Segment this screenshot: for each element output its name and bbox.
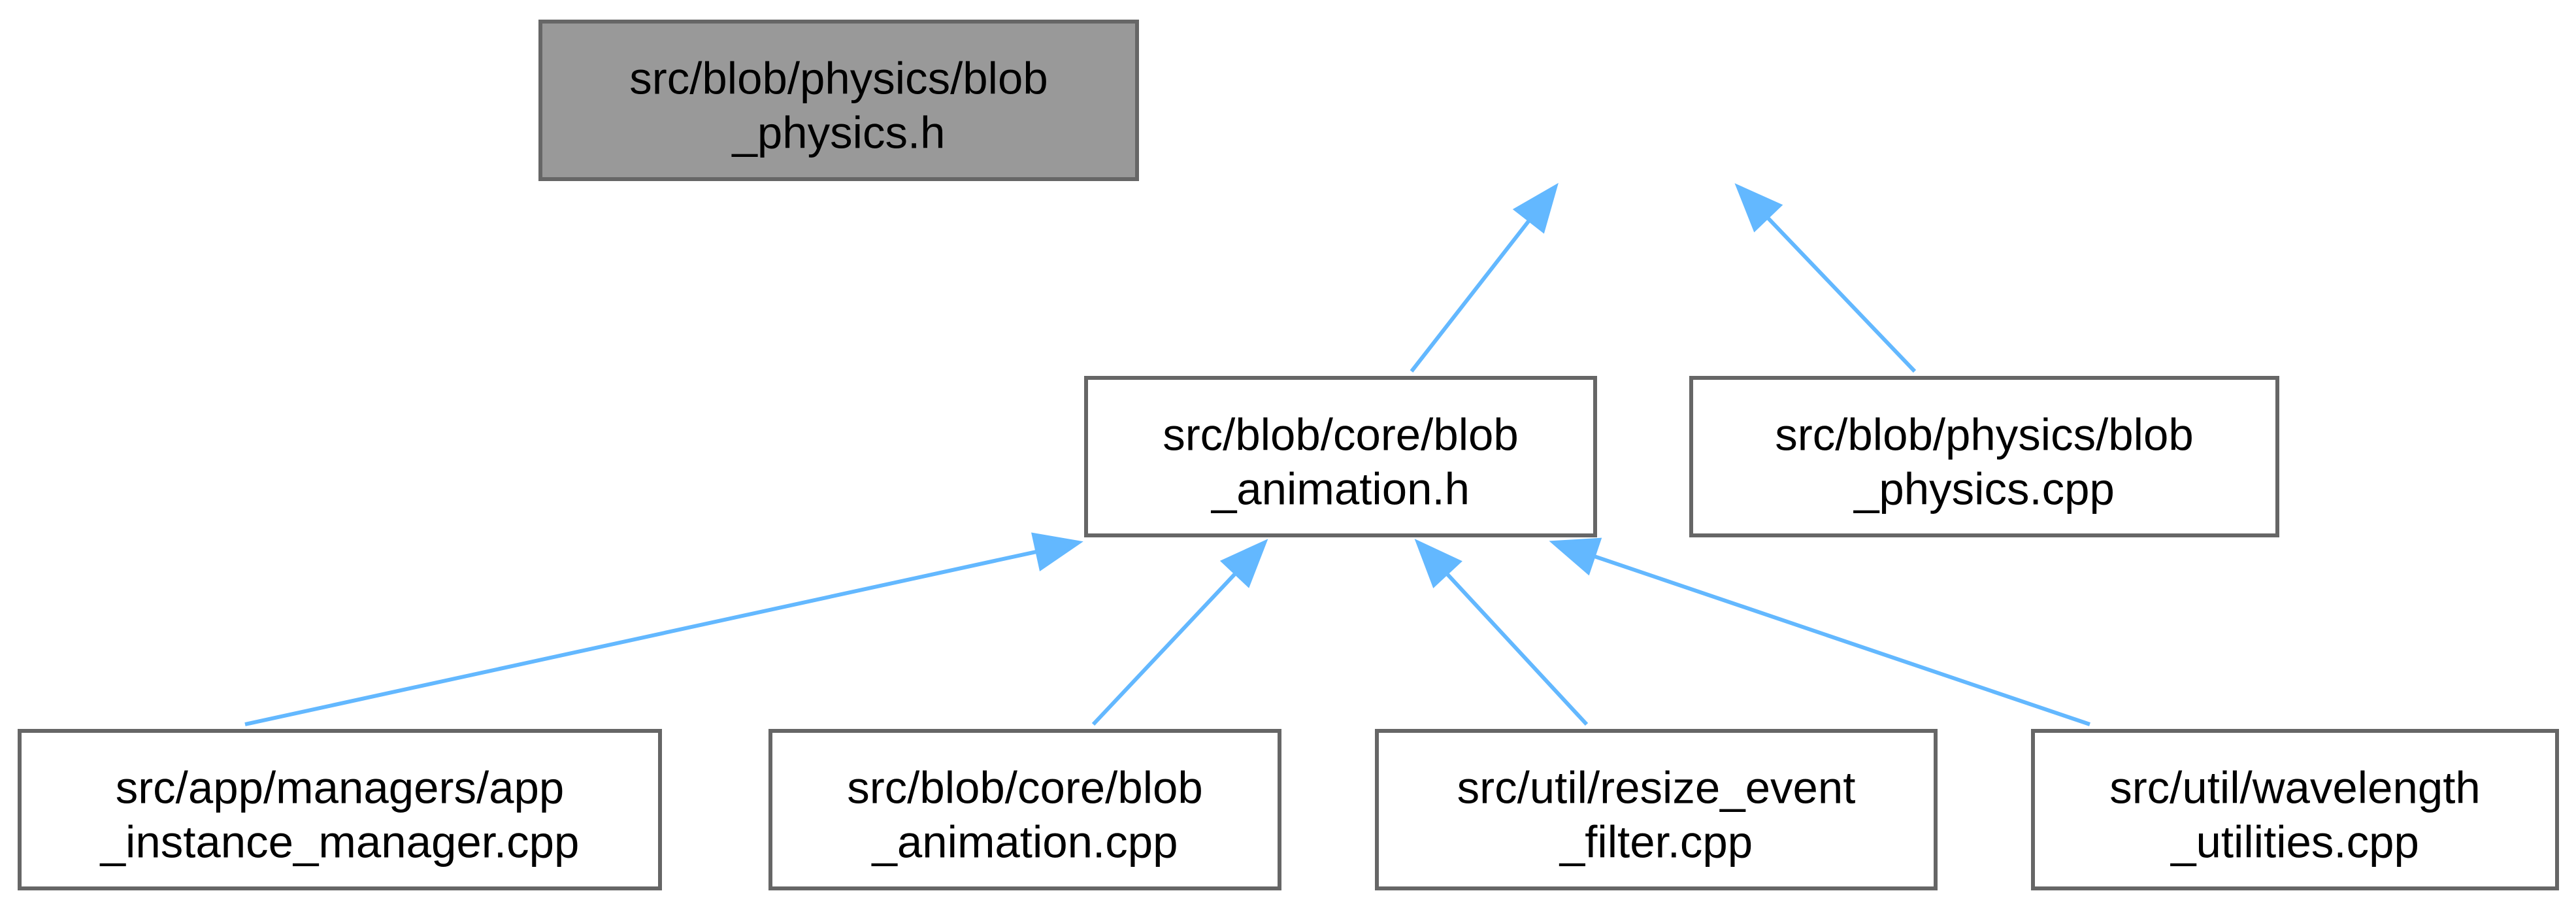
node-label-line: src/blob/physics/blob xyxy=(1775,410,2193,460)
node-label-line: _utilities.cpp xyxy=(2170,817,2419,868)
node-label-line: _filter.cpp xyxy=(1559,817,1753,868)
edge-line xyxy=(1445,571,1589,726)
node-label-line: src/blob/physics/blob xyxy=(629,54,1048,104)
node-label-line: _animation.cpp xyxy=(871,817,1178,868)
node-box[interactable] xyxy=(768,729,1281,890)
arrowhead xyxy=(1219,539,1268,588)
node-blob-animation-h[interactable]: src/blob/core/blob_animation.h xyxy=(1084,376,1597,537)
node-label-line: src/app/managers/app xyxy=(116,763,565,813)
node-label-line: _instance_manager.cpp xyxy=(99,817,580,868)
nodes-layer: src/blob/physics/blob_physics.hsrc/blob/… xyxy=(18,20,2559,890)
node-blob-animation-cpp[interactable]: src/blob/core/blob_animation.cpp xyxy=(768,729,1281,890)
node-label-line: src/blob/core/blob xyxy=(847,763,1203,813)
edge-blob_animation_cpp-to-blob_animation_h xyxy=(1091,539,1268,726)
node-label-line: _animation.h xyxy=(1210,464,1470,514)
arrowhead xyxy=(1414,539,1462,588)
arrowhead xyxy=(1512,182,1559,234)
node-box[interactable] xyxy=(2031,729,2559,890)
node-box[interactable] xyxy=(1084,376,1597,537)
edge-line xyxy=(244,549,1038,726)
edge-blob_animation_h-to-blob_physics_h xyxy=(1410,182,1559,373)
edge-line xyxy=(1410,218,1531,373)
edge-blob_physics_cpp-to-blob_physics_h xyxy=(1734,183,1917,373)
node-label-line: src/util/resize_event xyxy=(1457,763,1856,813)
node-label-line: _physics.cpp xyxy=(1853,464,2115,514)
node-blob-physics-h[interactable]: src/blob/physics/blob_physics.h xyxy=(538,20,1139,181)
node-resize-event-filter-cpp[interactable]: src/util/resize_event_filter.cpp xyxy=(1375,729,1938,890)
edge-resize_event_filter_cpp-to-blob_animation_h xyxy=(1414,539,1589,726)
arrowhead xyxy=(1031,532,1083,572)
node-box[interactable] xyxy=(18,729,662,890)
node-box[interactable] xyxy=(1689,376,2279,537)
node-box[interactable] xyxy=(1375,729,1938,890)
node-label-line: src/util/wavelength xyxy=(2109,763,2481,813)
node-app-instance-manager-cpp[interactable]: src/app/managers/app_instance_manager.cp… xyxy=(18,729,662,890)
edge-line xyxy=(1593,554,2090,726)
node-blob-physics-cpp[interactable]: src/blob/physics/blob_physics.cpp xyxy=(1689,376,2279,537)
edge-wavelength_utilities_cpp-to-blob_animation_h xyxy=(1549,537,2090,726)
edge-line xyxy=(1766,216,1917,373)
arrowhead xyxy=(1549,537,1602,576)
node-wavelength-utilities-cpp[interactable]: src/util/wavelength_utilities.cpp xyxy=(2031,729,2559,890)
edge-line xyxy=(1091,571,1238,726)
edges-layer xyxy=(244,182,2090,726)
node-box[interactable] xyxy=(538,20,1139,181)
edge-app_instance_manager_cpp-to-blob_animation_h xyxy=(244,532,1083,726)
node-label-line: src/blob/core/blob xyxy=(1163,410,1519,460)
node-label-line: _physics.h xyxy=(731,108,946,158)
arrowhead xyxy=(1734,183,1783,233)
